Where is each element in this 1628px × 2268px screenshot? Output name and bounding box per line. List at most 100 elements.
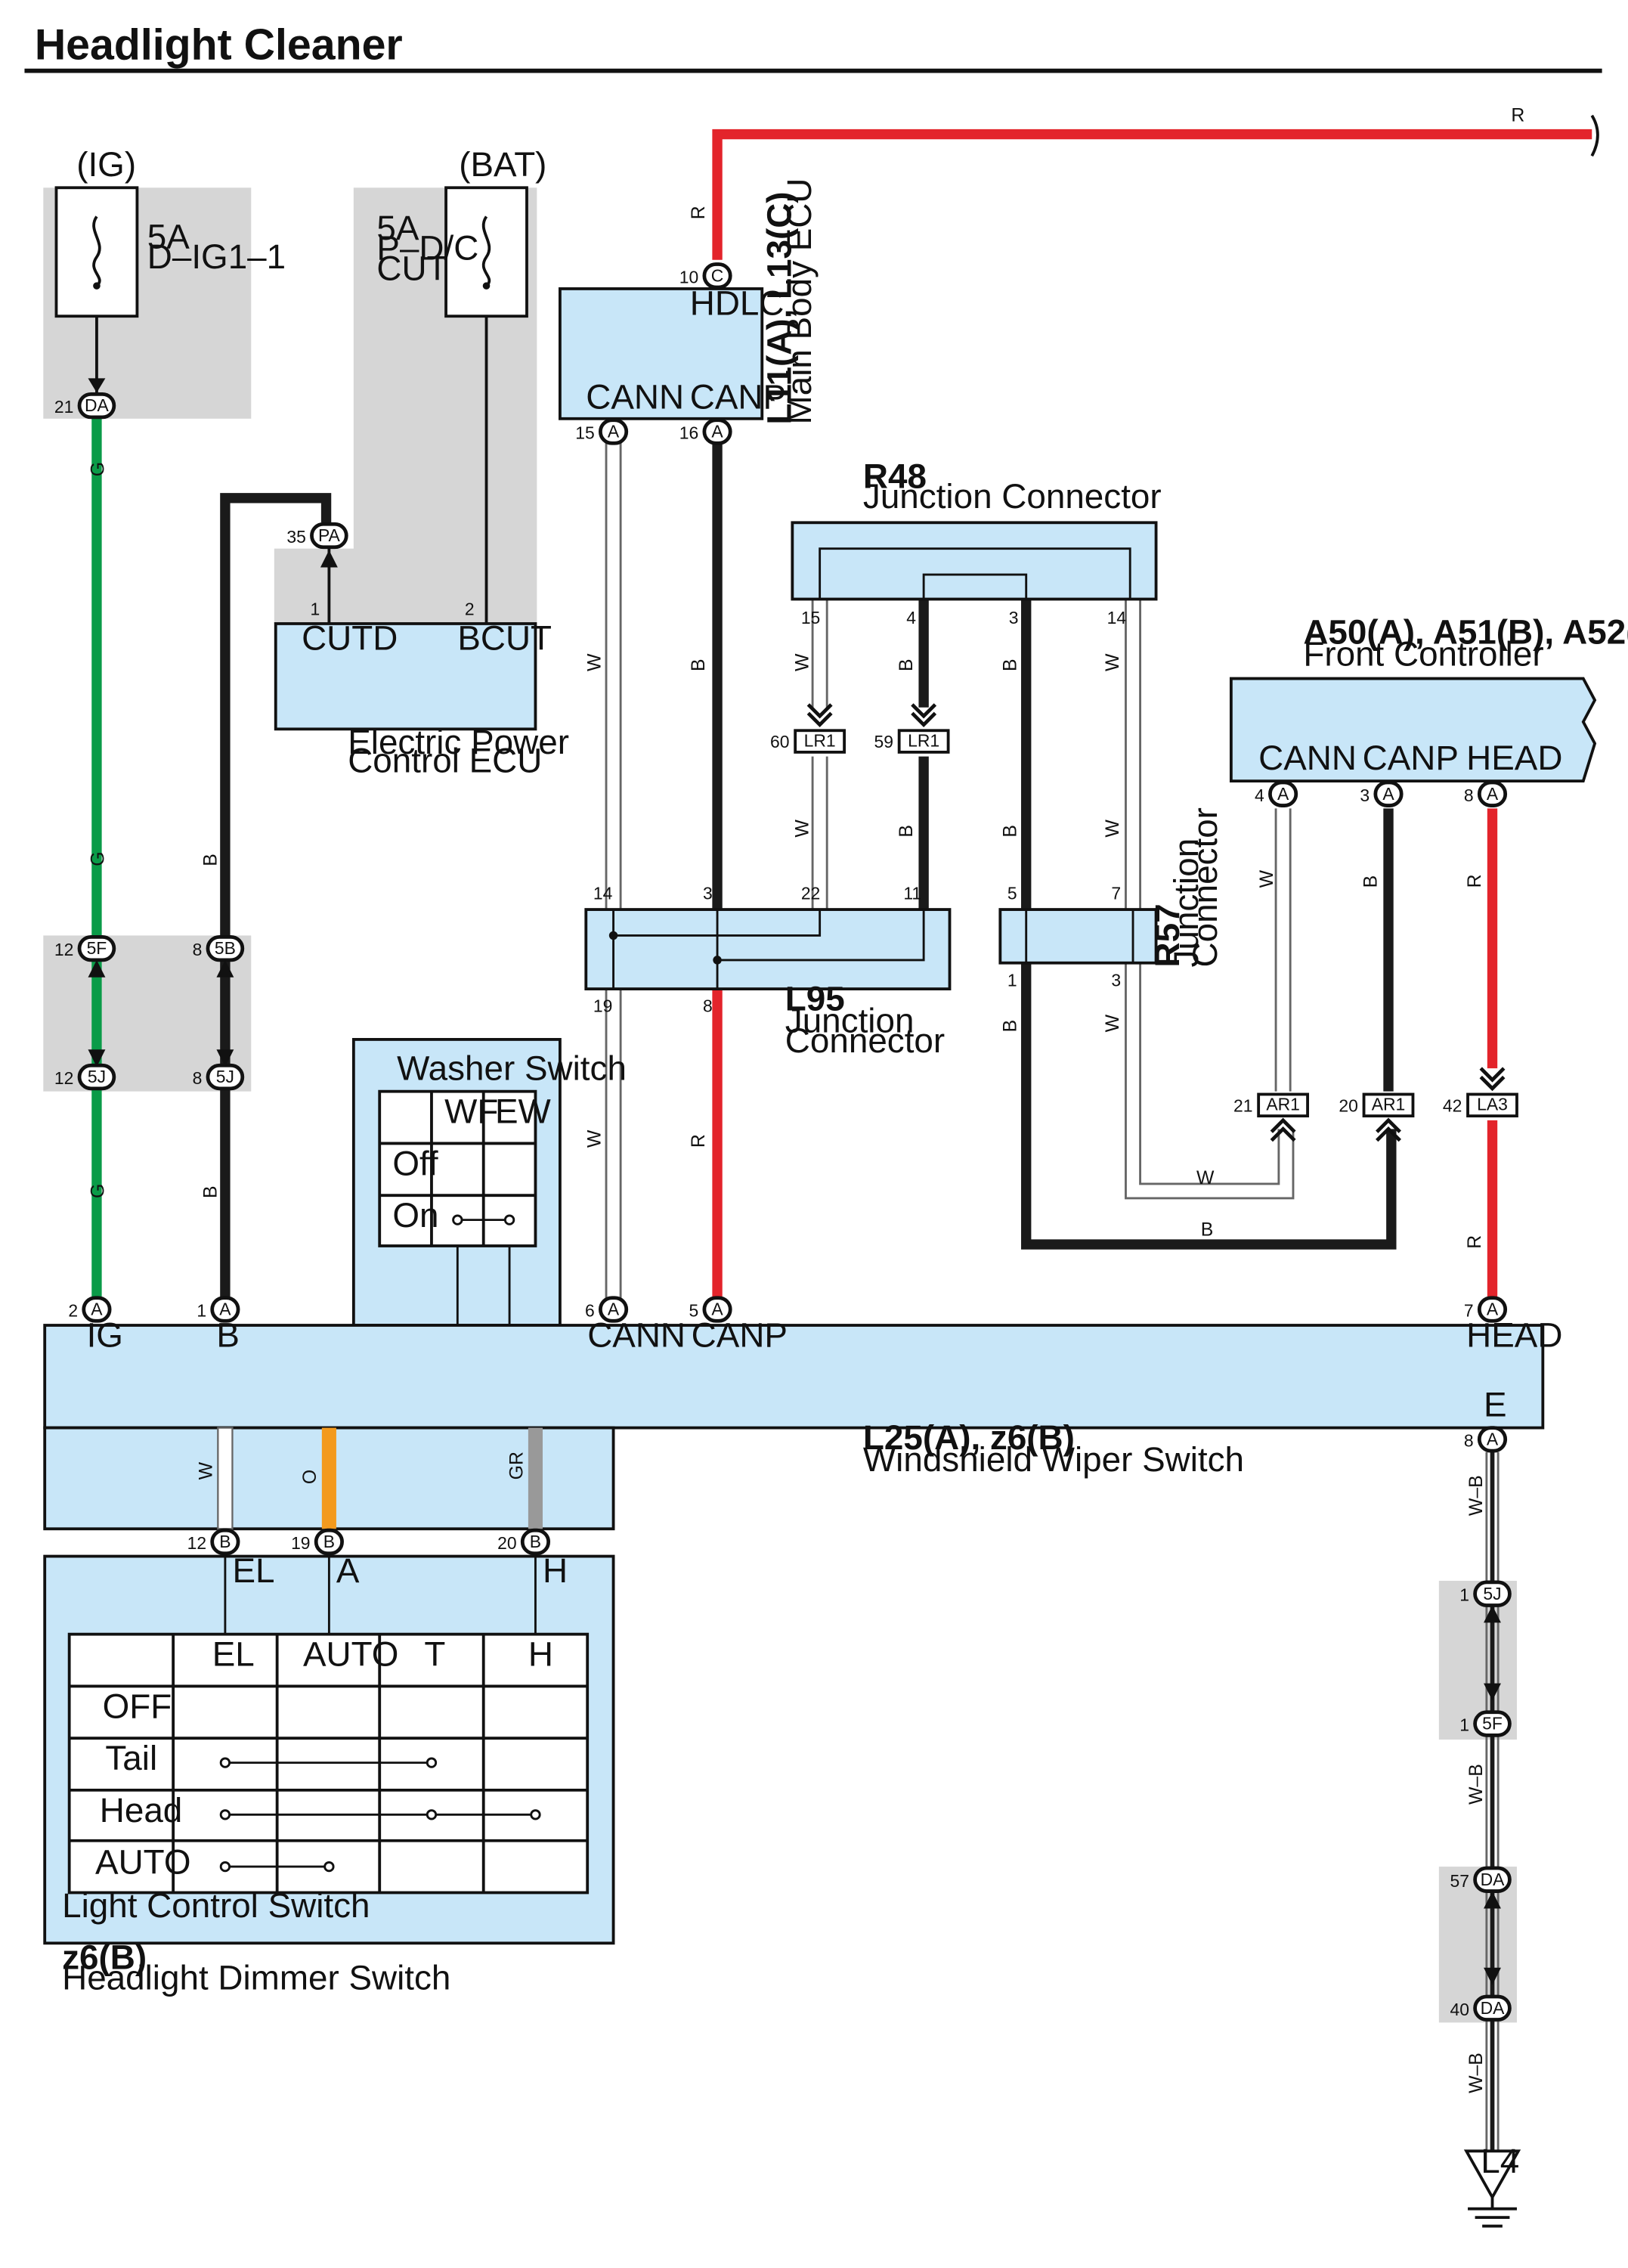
- washer-col-ew: EW: [495, 1092, 552, 1131]
- r48-bus-a: [819, 547, 1131, 600]
- ls-term-h: H: [543, 1551, 568, 1590]
- pin-number: 8: [1464, 785, 1474, 805]
- washer-row-on: On: [392, 1196, 438, 1235]
- connector-label: A: [711, 1300, 723, 1319]
- wire-color-label: W: [792, 653, 812, 671]
- l95-name-1: Junction: [785, 1001, 915, 1040]
- pin-number: 3: [703, 884, 713, 903]
- pin-number: 40: [1450, 2000, 1469, 2019]
- connector-label: A: [1487, 1430, 1499, 1449]
- pin-number: 8: [1464, 1430, 1474, 1450]
- pin-number: 8: [193, 1068, 203, 1088]
- splice-arrows: [88, 378, 1501, 1985]
- pin-number: 1: [197, 1301, 206, 1321]
- r48-bus-b: [922, 573, 1028, 600]
- epc-pin-cutd: CUTD: [302, 618, 398, 657]
- wiper-pin-canp: CANP: [692, 1316, 788, 1355]
- wire-color-label: W: [792, 820, 812, 838]
- fuse-ig-amp: 5A: [147, 217, 190, 256]
- connector-a: [1268, 780, 1298, 807]
- connector-s5f: [1473, 1710, 1512, 1737]
- fuse-bat-amp: 5A: [376, 209, 419, 247]
- wire-color-label: W: [584, 653, 605, 671]
- l95-name-2: Connector: [785, 1021, 945, 1060]
- mbe-code: L11(A), L13(C): [760, 191, 798, 424]
- r57-code: R57: [1148, 903, 1187, 967]
- mbe-pin-cann: CANN: [586, 377, 684, 416]
- wire-el-white: [217, 1427, 234, 1530]
- wire-color-label: B: [1000, 658, 1020, 671]
- connector-b: [314, 1528, 344, 1556]
- pin-number: 12: [54, 940, 73, 959]
- connector-label: DA: [1481, 1870, 1506, 1889]
- pin-number: 21: [54, 397, 73, 417]
- pin-number: 5: [1007, 884, 1017, 903]
- pin-number: 57: [1450, 1871, 1469, 1891]
- pin-number: 12: [187, 1533, 206, 1553]
- main-body-ecu-box: [559, 287, 764, 420]
- ls-col-auto: AUTO: [303, 1635, 398, 1674]
- r48-code: R48: [863, 457, 927, 495]
- ls-row-off: OFF: [103, 1687, 172, 1725]
- connector-b: [210, 1528, 240, 1556]
- pin-number: 5: [689, 1301, 698, 1321]
- wire-color-label: GR: [506, 1452, 527, 1479]
- wiper-pin-cann: CANN: [587, 1316, 686, 1355]
- connector-label: PA: [318, 525, 341, 545]
- wire-color-label: B: [1000, 1020, 1020, 1033]
- fuse-bat: [444, 186, 528, 318]
- l95-node-2: [713, 956, 722, 965]
- ls-term-a: A: [336, 1551, 360, 1590]
- connector-pa: [310, 522, 348, 550]
- connector-label: DA: [85, 395, 110, 415]
- ls-name: Light Control Switch: [62, 1886, 370, 1925]
- pin-number: 14: [1107, 608, 1127, 627]
- wire-color-label: R: [1511, 105, 1524, 125]
- connector-label: B: [323, 1532, 335, 1551]
- fc-pin-cann: CANN: [1258, 739, 1357, 777]
- pin-number: 22: [801, 884, 820, 903]
- pin-number: 6: [585, 1301, 595, 1321]
- connector-label: B: [219, 1532, 231, 1551]
- connector-label: 5J: [1483, 1584, 1501, 1603]
- wire-color-label: W–B: [1466, 2053, 1487, 2093]
- connector-ar1: [1362, 1092, 1415, 1118]
- washer-on-contact: [452, 1214, 515, 1225]
- wire-h-gray: [528, 1427, 543, 1529]
- wire-color-label: W: [1257, 869, 1277, 888]
- pin-number: 11: [903, 884, 921, 903]
- wire-color-label: B: [200, 1185, 221, 1198]
- connector-label: AR1: [1372, 1094, 1406, 1114]
- epc-ecu-box: [274, 622, 537, 731]
- wire-color-label: R: [689, 206, 709, 219]
- pin-number: 1: [311, 600, 320, 619]
- pin-number: 2: [465, 600, 475, 619]
- washer-row-off: Off: [392, 1144, 438, 1182]
- wire-color-label: W: [197, 1461, 217, 1479]
- wire-color-label: B: [689, 658, 709, 671]
- connector-lr1: [794, 729, 846, 754]
- pin-number: 1: [1459, 1585, 1469, 1605]
- wire-color-label: R: [689, 1134, 709, 1148]
- pin-number: 4: [906, 608, 916, 627]
- wire-color-label: W: [584, 1129, 605, 1148]
- fuse-ig: [54, 186, 139, 318]
- wire-color-label: B: [896, 658, 917, 671]
- chevron-arrows: [806, 703, 1506, 1142]
- fuse-ig-source: (IG): [76, 145, 136, 184]
- wire-color-label: B: [1201, 1220, 1214, 1241]
- wire-r48-15: [811, 599, 828, 910]
- wire-red-top: [712, 129, 1592, 260]
- pin-number: 20: [497, 1533, 516, 1553]
- connector-label: DA: [1481, 1998, 1506, 2018]
- pin-number: 12: [54, 1068, 73, 1088]
- connector-label: A: [1487, 1300, 1499, 1319]
- wire-color-label: W: [1103, 820, 1123, 838]
- connector-label: A: [1382, 784, 1394, 804]
- pin-number: 3: [1111, 970, 1121, 990]
- connector-label: LR1: [908, 730, 939, 750]
- fc-name: Front Controller: [1303, 634, 1543, 673]
- connector-lr1: [897, 729, 950, 754]
